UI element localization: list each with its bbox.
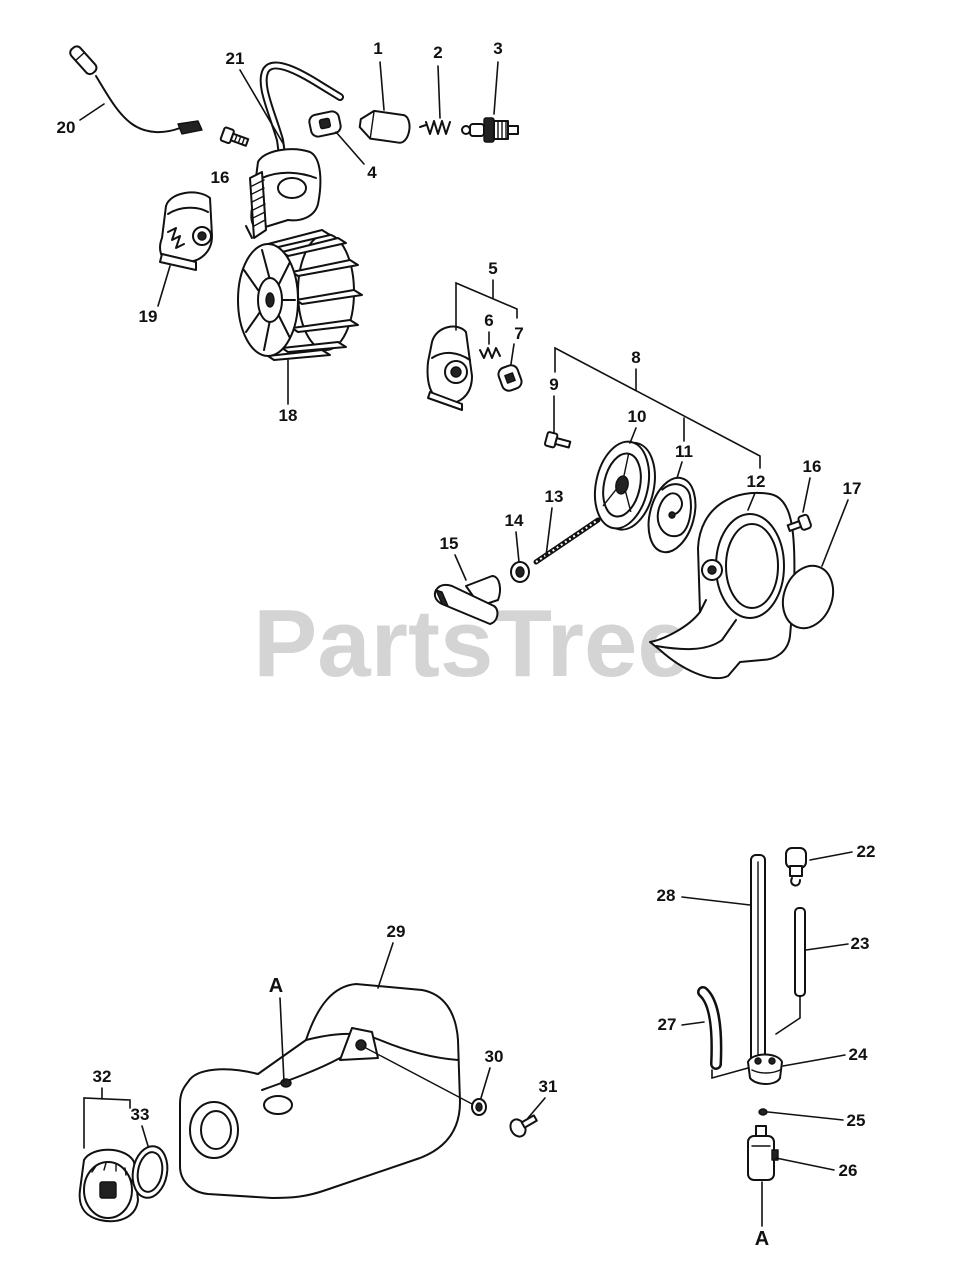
part-clutch-assembly (426, 325, 473, 411)
part-pulley (593, 440, 656, 531)
callout-14: 14 (505, 511, 524, 530)
part-fuel-cap (78, 1148, 139, 1223)
callout-25: 25 (847, 1111, 866, 1130)
section-mark-a-bottom: A (755, 1228, 769, 1250)
part-fuel-filter (747, 1125, 779, 1181)
callout-30: 30 (485, 1047, 504, 1066)
part-spark-plug (461, 117, 519, 143)
leader-lines (79, 61, 853, 1171)
callout-11: 11 (675, 442, 693, 461)
callout-27: 27 (658, 1015, 677, 1034)
callout-24: 24 (849, 1045, 868, 1064)
section-mark-a-top: A (269, 975, 283, 997)
callout-26: 26 (839, 1161, 858, 1180)
bracket-lines (83, 281, 801, 1227)
part-bolt-right (786, 513, 812, 532)
part-flywheel (237, 229, 363, 361)
part-tank-bolt (509, 1114, 538, 1138)
callout-3: 3 (493, 39, 502, 58)
callout-6: 6 (484, 311, 493, 330)
part-plug-boot (358, 109, 411, 144)
part-spring-small (419, 120, 451, 135)
callout-5: 5 (488, 259, 497, 278)
part-clutch-spring (479, 347, 501, 359)
callout-2: 2 (433, 43, 442, 62)
part-ignition-wire (69, 45, 203, 135)
part-cover-disc (781, 564, 835, 630)
callout-16-top: 16 (211, 168, 230, 187)
part-recoil-spring (647, 476, 697, 554)
part-washer (471, 1098, 487, 1116)
callout-22: 22 (857, 842, 876, 861)
callout-15: 15 (440, 534, 459, 553)
assembly-axis-line (363, 1046, 475, 1106)
callout-19: 19 (139, 307, 158, 326)
callout-1: 1 (373, 39, 382, 58)
part-starter-handle (433, 575, 501, 625)
callout-28: 28 (657, 886, 676, 905)
callout-18: 18 (279, 406, 298, 425)
part-clutch-pin (497, 364, 523, 392)
callout-33: 33 (131, 1105, 150, 1124)
callout-23: 23 (851, 934, 870, 953)
callout-29: 29 (387, 922, 406, 941)
callout-7: 7 (514, 324, 523, 343)
callout-32: 32 (93, 1067, 112, 1086)
callout-8: 8 (631, 348, 640, 367)
callout-20: 20 (57, 118, 76, 137)
part-screw (543, 431, 572, 449)
part-o-ring (131, 1145, 169, 1199)
part-boot-cap (308, 110, 342, 138)
callout-13: 13 (545, 487, 564, 506)
part-rope-grommet (510, 561, 530, 583)
part-primer-bulb (785, 847, 807, 887)
part-fuel-tube-bent (697, 986, 723, 1070)
part-ignition-coil (245, 61, 344, 239)
part-clutch-shoe (159, 191, 213, 271)
callout-17: 17 (843, 479, 862, 498)
part-fuel-tank (179, 983, 461, 1199)
part-fitting (758, 1108, 768, 1116)
callout-10: 10 (628, 407, 647, 426)
callout-16-right: 16 (803, 457, 822, 476)
callout-4: 4 (367, 163, 377, 182)
part-bolt-top (219, 126, 250, 147)
part-fuel-tube-short (794, 907, 806, 997)
callout-9: 9 (549, 375, 558, 394)
part-starter-housing (649, 491, 796, 680)
part-tank-grommet (747, 1053, 783, 1085)
callout-12: 12 (747, 472, 766, 491)
callout-21: 21 (226, 49, 245, 68)
part-fuel-tube-long (750, 854, 766, 1064)
callout-31: 31 (539, 1077, 558, 1096)
callout-labels: 1 2 3 4 5 6 7 8 9 10 11 12 13 14 15 16 1… (57, 39, 876, 1250)
